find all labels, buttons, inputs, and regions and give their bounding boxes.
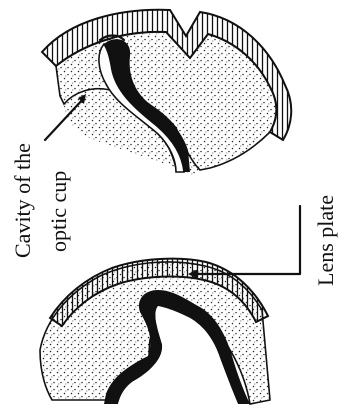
cavity-label-line2: optic cup <box>46 171 71 252</box>
lens-plate-stage <box>40 259 270 404</box>
lens-plate-label: Lens plate <box>313 195 338 286</box>
optic-cup-stage <box>42 10 291 176</box>
cavity-label-line1: Cavity of the <box>10 143 35 258</box>
